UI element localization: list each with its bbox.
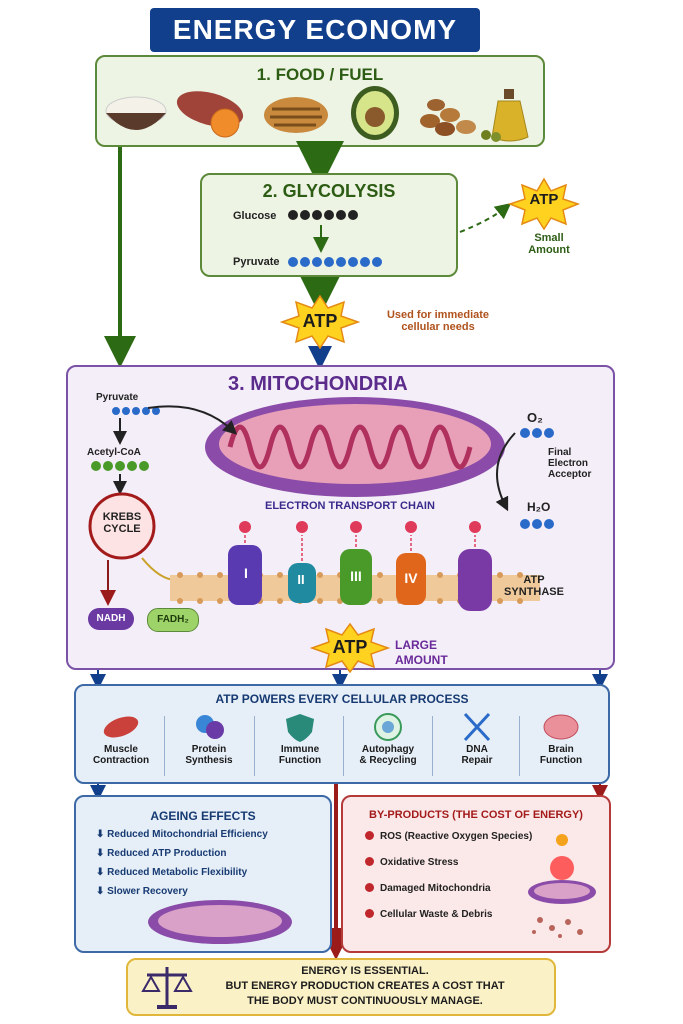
large-amount-label: LARGE AMOUNT bbox=[395, 638, 448, 667]
ageing-heading: AGEING EFFECTS bbox=[150, 809, 256, 823]
complex-2-label: II bbox=[297, 572, 305, 587]
electron-transport-chain bbox=[170, 521, 540, 611]
bullet-icon bbox=[365, 909, 374, 918]
ros-damage-illustration bbox=[528, 834, 596, 938]
brain-icon bbox=[543, 714, 579, 740]
divider bbox=[164, 716, 165, 776]
food-illustrations bbox=[105, 86, 529, 142]
bullet-icon bbox=[365, 831, 374, 840]
complex-4-label: IV bbox=[404, 570, 418, 586]
oxygen-water-cycle bbox=[495, 428, 554, 529]
immediate-needs-label: Used for immediate cellular needs bbox=[386, 309, 490, 333]
protein-icon bbox=[196, 715, 224, 739]
atp-small-label: ATP bbox=[529, 191, 559, 208]
divider bbox=[432, 716, 433, 776]
nadh-badge: NADH bbox=[88, 608, 134, 630]
balance-scale-icon bbox=[141, 967, 193, 1009]
divider bbox=[254, 716, 255, 776]
atp-burst-icon bbox=[280, 294, 360, 350]
byproduct-item: Damaged Mitochondria bbox=[365, 883, 491, 894]
pyruvate-entry-arrow bbox=[147, 405, 238, 435]
glycolysis-heading: 2. GLYCOLYSIS bbox=[262, 181, 396, 201]
complex-3-label: III bbox=[350, 568, 362, 584]
conclusion-line-3: THE BODY MUST CONTINUOUSLY MANAGE. bbox=[247, 995, 483, 1007]
bullet-icon bbox=[365, 857, 374, 866]
krebs-pathway bbox=[88, 407, 177, 606]
small-amount-label: Small Amount bbox=[528, 232, 570, 256]
byproducts-heading: BY-PRODUCTS (THE COST OF ENERGY) bbox=[369, 809, 583, 821]
krebs-cycle-label: KREBS CYCLE bbox=[102, 511, 142, 535]
arrow-down-icon: ⬇ bbox=[96, 886, 105, 897]
arrow-down-icon: ⬇ bbox=[96, 829, 105, 840]
rice-bowl-icon bbox=[105, 96, 167, 130]
atp-synthase-label: ATP SYNTHASE bbox=[504, 574, 564, 598]
complex-1-label: I bbox=[244, 565, 248, 581]
process-dna: DNA Repair bbox=[436, 712, 518, 766]
conclusion-text: ENERGY IS ESSENTIAL. BUT ENERGY PRODUCTI… bbox=[200, 964, 530, 1009]
ageing-item: ⬇ Reduced Metabolic Flexibility bbox=[96, 867, 248, 878]
pyruvate-label: Pyruvate bbox=[233, 256, 280, 268]
avocado-icon bbox=[351, 86, 399, 140]
process-brain: Brain Function bbox=[520, 712, 602, 766]
h2o-label: H₂O bbox=[527, 500, 551, 514]
muscle-icon bbox=[103, 716, 139, 738]
ageing-item: ⬇ Slower Recovery bbox=[96, 886, 188, 897]
olive-oil-icon bbox=[481, 89, 529, 142]
conclusion-line-1: ENERGY IS ESSENTIAL. bbox=[301, 965, 429, 977]
shield-icon bbox=[286, 714, 314, 742]
food-heading: 1. FOOD / FUEL bbox=[256, 65, 384, 84]
process-protein: Protein Synthesis bbox=[168, 712, 250, 766]
nuts-icon bbox=[420, 99, 476, 136]
bullet-icon bbox=[365, 883, 374, 892]
aged-mitochondrion-illustration bbox=[148, 900, 292, 944]
conclusion-section bbox=[126, 958, 556, 1016]
byproduct-item: Oxidative Stress bbox=[365, 857, 458, 868]
atp-main-label: ATP bbox=[302, 311, 338, 331]
food-section: 1. FOOD / FUEL bbox=[95, 55, 545, 147]
mitochondrion-illustration bbox=[205, 397, 505, 497]
glucose-pyruvate-molecules bbox=[288, 210, 382, 267]
atp-powers-section: ATP POWERS EVERY CELLULAR PROCESS bbox=[74, 684, 610, 784]
acetyl-coa-label: Acetyl-CoA bbox=[87, 447, 141, 458]
divider bbox=[519, 716, 520, 776]
atp-burst-small-icon bbox=[508, 177, 580, 231]
etc-heading: ELECTRON TRANSPORT CHAIN bbox=[265, 500, 435, 512]
fadh2-badge: FADH₂ bbox=[147, 608, 199, 632]
dna-icon bbox=[463, 712, 491, 742]
glucose-label: Glucose bbox=[233, 210, 277, 222]
conclusion-line-2: BUT ENERGY PRODUCTION CREATES A COST THA… bbox=[225, 980, 505, 992]
byproduct-item: ROS (Reactive Oxygen Species) bbox=[365, 831, 532, 842]
recycle-icon bbox=[374, 713, 402, 741]
process-immune: Immune Function bbox=[259, 712, 341, 766]
byproduct-item: Cellular Waste & Debris bbox=[365, 909, 492, 920]
atp-large-label: ATP bbox=[332, 637, 368, 657]
arrow-down-icon: ⬇ bbox=[96, 848, 105, 859]
atp-burst-large-icon bbox=[310, 622, 390, 674]
process-muscle: Muscle Contraction bbox=[80, 712, 162, 766]
mito-pyruvate-label: Pyruvate bbox=[96, 392, 139, 403]
chicken-icon bbox=[264, 97, 328, 133]
powers-heading: ATP POWERS EVERY CELLULAR PROCESS bbox=[215, 692, 469, 706]
divider bbox=[343, 716, 344, 776]
page-title: ENERGY ECONOMY bbox=[150, 8, 480, 52]
arrow-down-icon: ⬇ bbox=[96, 867, 105, 878]
ageing-item: ⬇ Reduced ATP Production bbox=[96, 848, 227, 859]
ageing-item: ⬇ Reduced Mitochondrial Efficiency bbox=[96, 829, 268, 840]
o2-label: O₂ bbox=[527, 410, 543, 425]
sweet-potato-icon bbox=[176, 91, 244, 138]
final-acceptor-label: Final Electron Acceptor bbox=[548, 447, 592, 480]
mitochondria-heading: 3. MITOCHONDRIA bbox=[228, 373, 408, 395]
process-autophagy: Autophagy & Recycling bbox=[347, 712, 429, 766]
